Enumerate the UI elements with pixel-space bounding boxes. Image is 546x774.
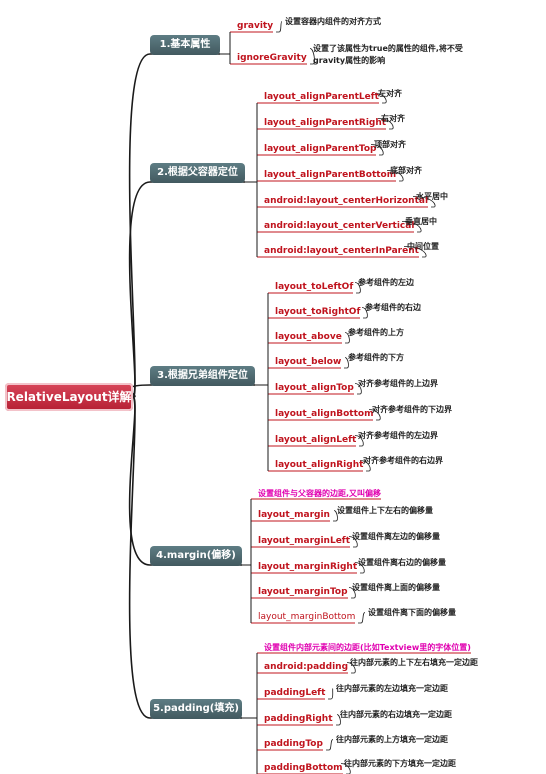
connector-line [348, 536, 358, 548]
leaf-margin-bottom[interactable]: layout_marginBottom [258, 612, 356, 622]
branch-padding[interactable]: 5.padding(填充) [150, 699, 242, 719]
desc-align-bottom: 对齐参考组件的下边界 [372, 405, 452, 414]
desc-align-parent-top: 顶部对齐 [374, 140, 406, 149]
desc-align-right: 对齐参考组件的右边界 [363, 456, 443, 465]
desc-android-padding: 往内部元素的上下左右填充一定边距 [350, 658, 478, 667]
leaf-below[interactable]: layout_below [275, 357, 342, 367]
desc-margin-top: 设置组件离上面的偏移量 [352, 583, 440, 592]
connector-line [128, 384, 255, 398]
leaf-align-parent-right[interactable]: layout_alignParentRight [264, 118, 387, 128]
connector-line [386, 170, 404, 182]
leaf-align-parent-left[interactable]: layout_alignParentLeft [264, 92, 379, 102]
leaf-align-top[interactable]: layout_alignTop [275, 383, 354, 393]
connector-line [377, 118, 394, 130]
desc-padding-left: 往内部元素的左边填充一定边距 [336, 684, 448, 693]
desc-center-horizontal: 水平居中 [416, 192, 448, 201]
connector-line [309, 48, 315, 65]
leaf-margin-right[interactable]: layout_marginRight [258, 562, 358, 572]
leaf-gravity[interactable]: gravity [237, 21, 274, 31]
connector-line [346, 662, 356, 674]
desc-padding-bottom: 往内部元素的下方填充一定边距 [344, 759, 456, 768]
connector-line [328, 688, 334, 700]
connector-line [361, 307, 368, 319]
leaf-ignore-gravity[interactable]: ignoreGravity [237, 53, 307, 63]
leaf-above[interactable]: layout_above [275, 332, 342, 342]
desc-margin-right: 设置组件离右边的偏移量 [358, 558, 446, 567]
desc-padding-right: 往内部元素的右边填充一定边距 [340, 710, 452, 719]
leaf-align-left[interactable]: layout_alignLeft [275, 435, 357, 445]
connector-line [374, 93, 387, 104]
desc-center-in-parent: 中间位置 [407, 242, 439, 251]
branch-parent-position[interactable]: 2.根据父容器定位 [150, 163, 245, 183]
leaf-align-parent-bottom[interactable]: layout_alignParentBottom [264, 170, 397, 180]
desc-ignore-gravity: 设置了该属性为true的属性的组件,将不受 [313, 44, 463, 53]
connector-line [333, 510, 338, 522]
desc-ignore-gravity-line2: gravity属性的影响 [313, 56, 386, 65]
desc-to-right-of: 参考组件的右边 [365, 303, 421, 312]
connector-line [336, 714, 341, 726]
connector-line [128, 53, 220, 398]
margin-intro: 设置组件与父容器的边距,又叫偏移 [258, 489, 382, 498]
leaf-padding-top[interactable]: paddingTop [264, 739, 323, 749]
connector-line [354, 562, 365, 574]
leaf-layout-margin[interactable]: layout_margin [258, 510, 330, 520]
root-node[interactable]: RelativeLayout详解 [5, 383, 133, 411]
desc-center-vertical: 垂直居中 [405, 217, 437, 226]
leaf-to-right-of[interactable]: layout_toRightOf [275, 307, 361, 317]
leaf-margin-top[interactable]: layout_marginTop [258, 587, 348, 597]
desc-align-parent-bottom: 底部对齐 [390, 166, 422, 175]
leaf-align-bottom[interactable]: layout_alignBottom [275, 409, 374, 419]
desc-align-parent-right: 右对齐 [381, 114, 405, 123]
branch-sibling-position[interactable]: 3.根据兄弟组件定位 [150, 366, 255, 386]
desc-margin-bottom: 设置组件离下面的偏移量 [368, 608, 456, 617]
connector-line [403, 246, 427, 258]
desc-layout-margin: 设置组件上下左右的偏移量 [337, 506, 433, 515]
connector-line [412, 196, 436, 208]
connector-line [358, 612, 366, 624]
leaf-align-right[interactable]: layout_alignRight [275, 460, 364, 470]
desc-align-top: 对齐参考组件的上边界 [358, 379, 438, 388]
leaf-to-left-of[interactable]: layout_toLeftOf [275, 282, 354, 292]
desc-padding-top: 往内部元素的上方填充一定边距 [336, 735, 448, 744]
desc-above: 参考组件的上方 [348, 328, 404, 337]
connector-line [326, 739, 334, 751]
connector-line [401, 221, 422, 233]
connector-line [344, 357, 349, 369]
leaf-align-parent-top[interactable]: layout_alignParentTop [264, 144, 377, 154]
desc-to-left-of: 参考组件的左边 [358, 278, 414, 287]
leaf-padding-left[interactable]: paddingLeft [264, 688, 326, 698]
desc-below: 参考组件的下方 [348, 353, 404, 362]
connector-line [354, 282, 361, 294]
leaf-margin-left[interactable]: layout_marginLeft [258, 536, 351, 546]
leaf-padding-right[interactable]: paddingRight [264, 714, 333, 724]
connector-line [128, 181, 245, 398]
connector-line [368, 409, 381, 421]
leaf-center-vertical[interactable]: android:layout_centerVertical [264, 221, 415, 231]
connector-line [370, 144, 384, 156]
leaf-center-horizontal[interactable]: android:layout_centerHorizontal [264, 196, 429, 206]
connector-line [354, 383, 362, 395]
connector-line [348, 587, 356, 599]
branch-basic-attributes[interactable]: 1.基本属性 [150, 35, 220, 55]
padding-intro: 设置组件内部元素间的边距(比如Textview里的字体位置) [264, 643, 471, 652]
connector-line [128, 396, 242, 719]
connector-line [359, 460, 371, 472]
connector-line [344, 332, 350, 344]
connector-line [354, 435, 364, 447]
leaf-android-padding[interactable]: android:padding [264, 662, 349, 672]
leaf-center-in-parent[interactable]: android:layout_centerInParent [264, 246, 419, 256]
branch-margin[interactable]: 4.margin(偏移) [150, 546, 242, 566]
desc-gravity: 设置容器内组件的对齐方式 [285, 17, 381, 26]
desc-align-parent-left: 左对齐 [378, 89, 402, 98]
leaf-padding-bottom[interactable]: paddingBottom [264, 763, 343, 773]
desc-align-left: 对齐参考组件的左边界 [358, 431, 438, 440]
connector-line [276, 21, 283, 33]
desc-margin-left: 设置组件离左边的偏移量 [352, 532, 440, 541]
connector-line [128, 396, 242, 566]
